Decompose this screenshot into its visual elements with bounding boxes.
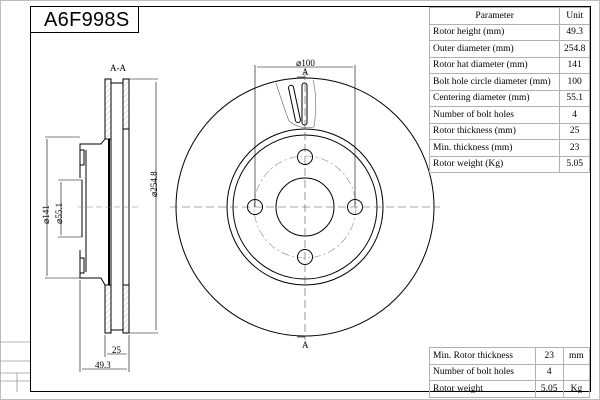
section-label: A-A [110,63,126,73]
param-cell: Bolt hole circle diameter (mm) [428,73,561,91]
value-cell: 23 [534,347,564,365]
param-cell: Rotor weight [429,380,536,398]
unit-cell: mm [562,347,591,365]
value-cell: 55.1 [559,89,590,107]
bolt-circle-label: ⌀100 [296,58,315,68]
height-label: 49.3 [95,360,111,370]
param-cell: Number of bolt holes [429,363,536,381]
vent-slot [288,84,301,124]
param-cell: Min. thickness (mm) [428,139,561,157]
bolt-circle-dimension [254,65,356,338]
title-box [30,6,139,33]
table-row: Outer diameter (mm)254.8 [428,40,590,58]
section-dimensions [45,78,158,372]
value-cell: 5.05 [534,380,564,398]
value-cell: 254.8 [559,40,590,58]
value-cell: 4 [534,363,564,381]
unit-cell: Kg [562,380,591,398]
value-cell: 100 [559,73,590,91]
table-row: Min. thickness (mm)23 [428,139,590,157]
section-view [78,78,140,334]
value-cell: 23 [559,139,590,157]
param-cell: Centering diameter (mm) [428,89,561,107]
param-cell: Rotor thickness (mm) [428,122,561,140]
thickness-label: 25 [112,345,122,355]
table-row: Rotor weight (Kg)5.05 [428,155,590,173]
table-row: Bolt hole circle diameter (mm)100 [428,73,590,91]
spec-table: Parameter Unit Rotor height (mm)49.3 Out… [428,7,590,173]
left-margin-grid [0,341,30,392]
table-row: Centering diameter (mm)55.1 [428,89,590,107]
hat-outer-ring [226,128,384,286]
part-number-title: A6F998S [44,9,130,31]
unit-cell [562,363,591,381]
header-unit: Unit [559,7,590,25]
param-cell: Min. Rotor thickness [429,347,536,365]
outer-diameter-label: ⌀254.8 [149,171,159,197]
table-row: Rotor thickness (mm)25 [428,122,590,140]
table-row: Rotor hat diameter (mm)141 [428,56,590,74]
table-header-row: Parameter Unit [428,7,590,25]
header-parameter: Parameter [428,7,561,25]
drawing-frame [30,6,591,392]
value-cell: 25 [559,122,590,140]
param-cell: Rotor height (mm) [428,23,561,41]
value-cell: 4 [559,106,590,124]
param-cell: Rotor hat diameter (mm) [428,56,561,74]
front-view [170,72,440,340]
section-mark-bottom: A [302,340,309,350]
center-diameter-label: ⌀55.1 [54,203,64,224]
param-cell: Outer diameter (mm) [428,40,561,58]
param-cell: Rotor weight (Kg) [428,155,561,173]
section-mark-top: A [302,67,309,77]
value-cell: 49.3 [559,23,590,41]
hat-diameter-label: ⌀141 [41,205,51,224]
table-row: Rotor height (mm)49.3 [428,23,590,41]
value-cell: 141 [559,56,590,74]
value-cell: 5.05 [559,155,590,173]
vent-slot [301,82,308,126]
param-cell: Number of bolt holes [428,106,561,124]
